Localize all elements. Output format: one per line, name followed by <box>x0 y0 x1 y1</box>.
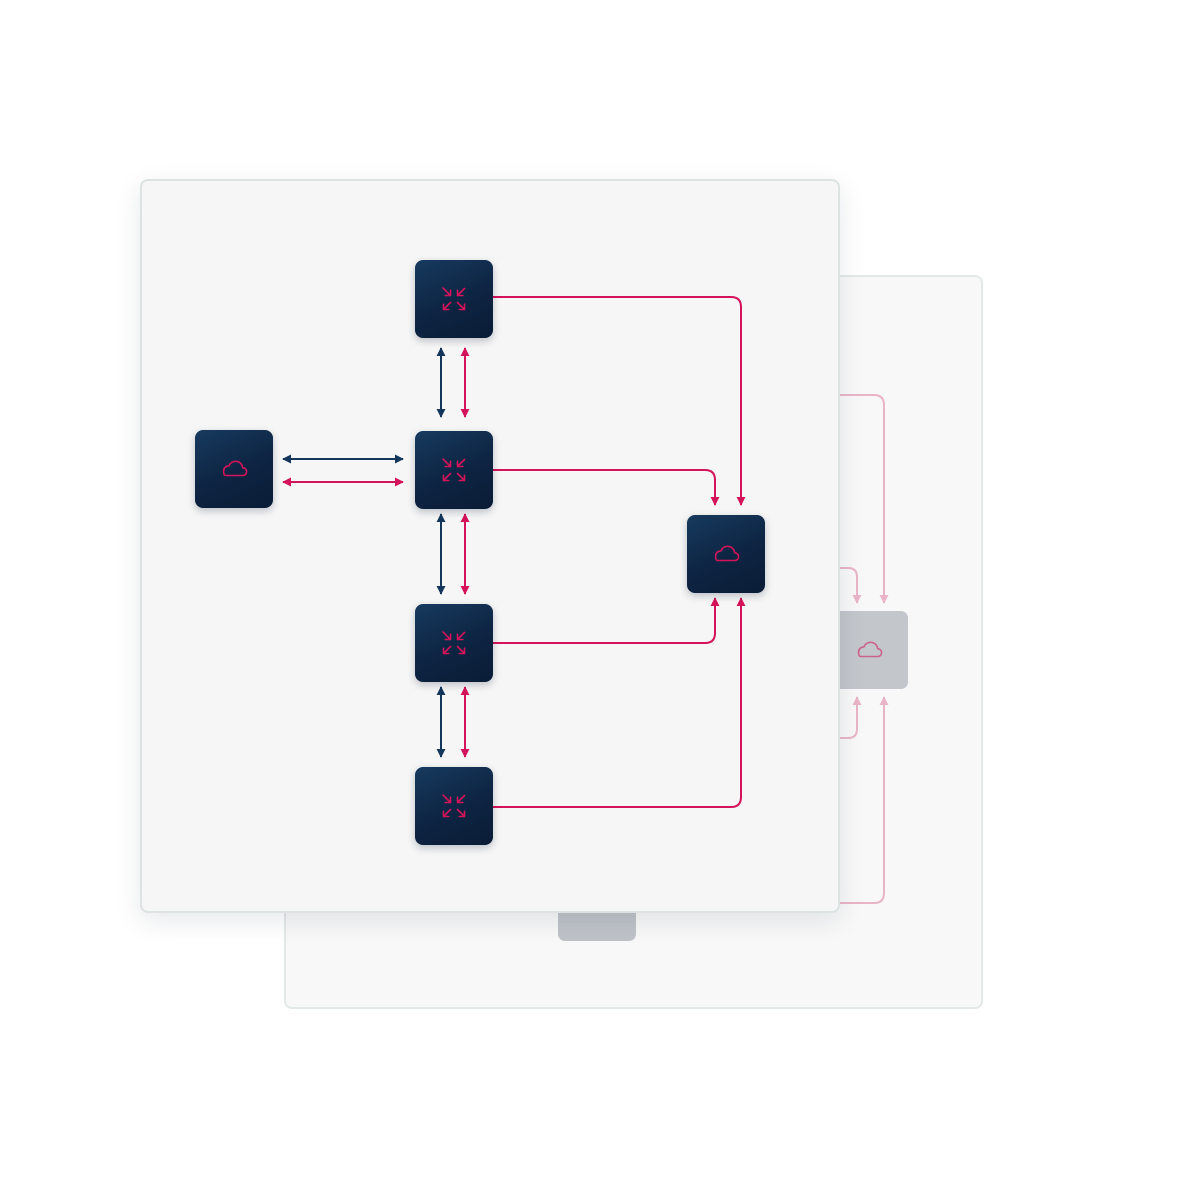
router-node-2[interactable] <box>415 431 493 509</box>
cloud-icon <box>687 515 765 593</box>
compress-arrows-icon <box>415 431 493 509</box>
cloud-icon <box>195 430 273 508</box>
back-cloud-node <box>830 611 908 689</box>
compress-arrows-icon <box>415 260 493 338</box>
back-hidden-node <box>558 912 636 941</box>
router-node-1[interactable] <box>415 260 493 338</box>
router-node-3[interactable] <box>415 604 493 682</box>
cloud-right-node[interactable] <box>687 515 765 593</box>
compress-arrows-icon <box>415 604 493 682</box>
cloud-icon <box>830 611 908 689</box>
compress-arrows-icon <box>415 767 493 845</box>
cloud-left-node[interactable] <box>195 430 273 508</box>
router-node-4[interactable] <box>415 767 493 845</box>
